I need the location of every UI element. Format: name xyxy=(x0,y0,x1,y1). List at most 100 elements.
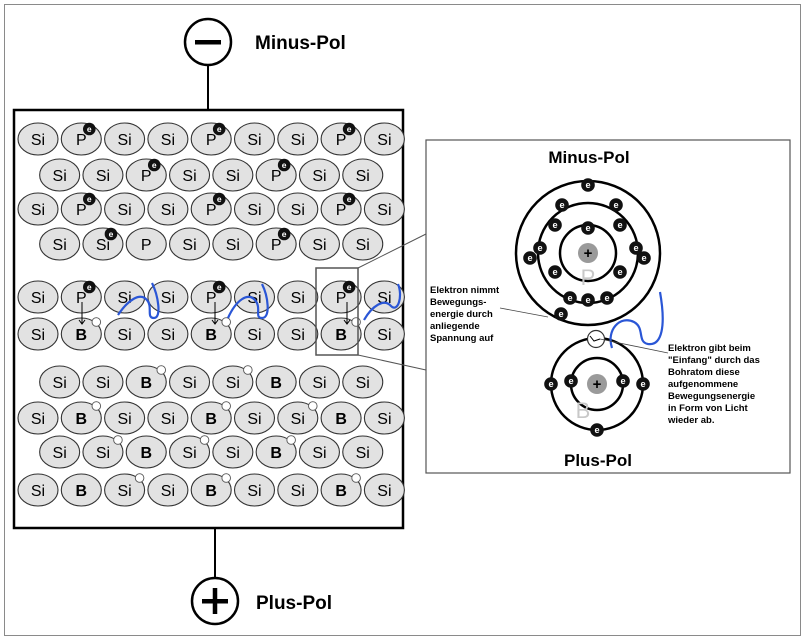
electron xyxy=(600,291,614,305)
boron-atom: B xyxy=(190,317,232,351)
silicon-atom: Si xyxy=(298,158,341,192)
silicon-atom: Si xyxy=(212,227,254,261)
silicon-atom: Si xyxy=(298,365,341,399)
atom-shell xyxy=(363,473,405,507)
electron xyxy=(613,265,627,279)
phosphorus-atom: Pe xyxy=(125,158,167,192)
note-electron-emits-light: Elektron gibt beim "Einfang" durch das B… xyxy=(667,343,763,426)
phosphorus-atom: Pe xyxy=(190,192,232,226)
plus-symbol-v xyxy=(212,588,218,614)
atom-shell xyxy=(212,435,254,469)
silicon-atom: Si xyxy=(147,401,189,435)
silicon-atom: Sie xyxy=(82,227,124,261)
electron-symbol: e xyxy=(641,253,646,263)
atom-label: Si xyxy=(312,237,326,254)
atom-shell xyxy=(82,435,124,469)
electron xyxy=(548,265,562,279)
electron xyxy=(637,251,651,265)
silicon-atom: Si xyxy=(147,317,189,351)
atom-shell xyxy=(17,122,59,156)
atom-shell xyxy=(147,122,189,156)
atom-label: Si xyxy=(356,168,370,185)
hole xyxy=(221,317,231,327)
atom-shell xyxy=(233,317,276,351)
boron-atom: B xyxy=(255,435,297,469)
electron-symbol: e xyxy=(217,194,222,204)
atom-shell xyxy=(147,401,189,435)
atom-label: Si xyxy=(247,132,261,149)
atom-label: Si xyxy=(161,132,175,149)
atom-label: Si xyxy=(291,132,305,149)
atom-shell xyxy=(342,435,384,469)
atom-shell xyxy=(104,473,146,507)
atom-label: Si xyxy=(247,483,261,500)
atom-shell xyxy=(39,158,81,192)
atom-shell xyxy=(125,435,167,469)
electron xyxy=(212,192,226,206)
atom-shell xyxy=(363,280,405,314)
atom-label: P xyxy=(76,290,87,307)
silicon-atom: Si xyxy=(147,192,189,226)
atom-label: Si xyxy=(161,327,175,344)
atom-label: P xyxy=(141,237,152,254)
atom-label: Si xyxy=(31,132,45,149)
atom-label: Si xyxy=(182,375,196,392)
silicon-atom: Si xyxy=(277,192,319,226)
electron-symbol: e xyxy=(617,267,622,277)
atom-shell xyxy=(320,473,362,507)
electron-symbol: e xyxy=(548,379,553,389)
electron xyxy=(544,377,558,391)
electron xyxy=(83,122,96,136)
hole xyxy=(156,365,166,375)
silicon-atom: Si xyxy=(104,192,146,226)
electron xyxy=(609,198,623,212)
zoom-line-top xyxy=(357,233,427,269)
atom-shell xyxy=(169,227,211,261)
phosphorus-atom: Pe xyxy=(320,192,362,226)
atom-label: Si xyxy=(312,445,326,462)
atom-label: Si xyxy=(356,237,370,254)
electron-symbol: e xyxy=(558,309,563,319)
atom-shell xyxy=(233,401,276,435)
silicon-atom: Si xyxy=(277,317,319,351)
atom-shell xyxy=(104,122,146,156)
electron xyxy=(277,227,291,241)
atom-shell xyxy=(233,122,276,156)
minus-symbol xyxy=(195,40,221,45)
atom-label: Si xyxy=(247,202,261,219)
boron-hole xyxy=(586,329,606,349)
atom-label: Si xyxy=(312,168,326,185)
atom-shell xyxy=(39,365,81,399)
atom-shell xyxy=(320,401,362,435)
atom-label: Si xyxy=(247,327,261,344)
atom-shell xyxy=(233,192,276,226)
electron xyxy=(83,192,96,206)
silicon-atom: Si xyxy=(363,317,405,351)
atom-shell xyxy=(277,122,319,156)
electron-symbol: e xyxy=(87,282,92,292)
phosphorus-atom: Pe xyxy=(320,280,362,314)
electron xyxy=(523,251,537,265)
phosphorus-atom: Pe xyxy=(320,122,362,156)
electron xyxy=(590,423,604,437)
electron-symbol: e xyxy=(640,379,645,389)
atom-shell xyxy=(125,365,167,399)
silicon-atom: Si xyxy=(17,401,59,435)
silicon-atom: Si xyxy=(277,122,319,156)
atom-shell xyxy=(277,280,319,314)
atom-shell xyxy=(320,317,362,351)
atom-label: P xyxy=(271,168,282,185)
atom-shell xyxy=(82,365,124,399)
silicon-atom: Si xyxy=(39,227,81,261)
silicon-atom: Si xyxy=(169,435,211,469)
electron-symbol: e xyxy=(347,282,352,292)
atom-label: P xyxy=(271,237,282,254)
atom-label: P xyxy=(336,132,347,149)
electron-symbol: e xyxy=(282,160,287,170)
atom-label: Si xyxy=(291,411,305,428)
atom-shell xyxy=(169,435,211,469)
phosphorus-atom: Pe xyxy=(190,280,232,314)
silicon-atom: Si xyxy=(82,365,124,399)
atom-shell xyxy=(190,401,232,435)
atom-label: B xyxy=(140,445,152,462)
